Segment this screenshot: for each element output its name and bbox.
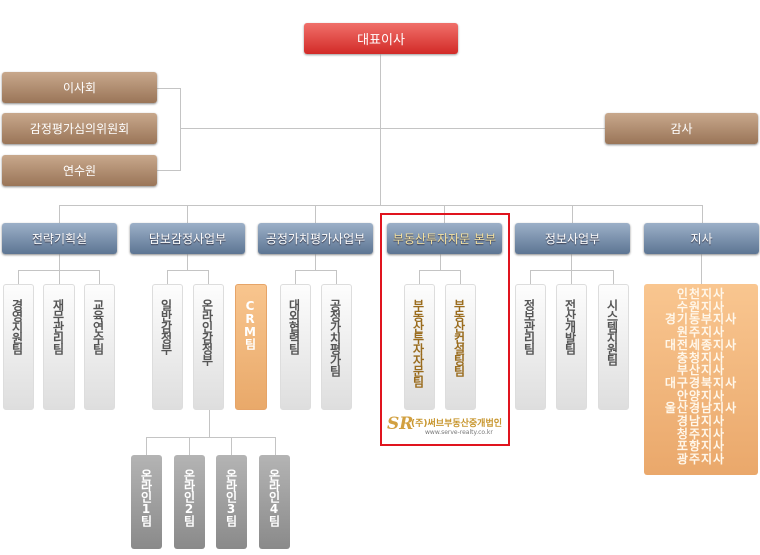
crm-team-box: CRM팀 — [235, 284, 267, 410]
branch-item: 대전세종지사 — [664, 337, 738, 352]
branch-item: 인천지사 — [676, 287, 726, 301]
branch-item: 충청지사 — [676, 350, 726, 365]
team-box: 공정가치평가팀 — [321, 284, 352, 410]
online-team-box: 온라인2팀 — [174, 455, 205, 549]
ceo-box: 대표이사 — [304, 23, 458, 54]
branch-item: 안양지사 — [676, 388, 726, 403]
team-box: 교육연수팀 — [84, 284, 115, 410]
branch-item: 원주지사 — [676, 325, 726, 340]
team-box: 부동산투자자문팀 — [404, 284, 435, 410]
training-institute-box: 연수원 — [2, 155, 157, 186]
dept-information: 정보사업부 — [515, 223, 630, 254]
branch-item: 포항지사 — [676, 439, 726, 454]
team-box: 정보관리팀 — [515, 284, 546, 410]
online-team-box: 온라인1팀 — [131, 455, 162, 549]
branch-item: 청주지사 — [676, 426, 726, 441]
team-box: 시스템지원팀 — [598, 284, 629, 410]
highlight-frame — [380, 213, 510, 446]
logo-name: (주)써브부동산중개법인 — [411, 419, 503, 429]
team-box: 전산개발팀 — [556, 284, 587, 410]
team-box: 일반감정부 — [152, 284, 183, 410]
sr-logo-icon: SR — [387, 414, 414, 434]
online-team-box: 온라인4팀 — [259, 455, 290, 549]
branch-item: 대구경북지사 — [664, 375, 738, 390]
online-team-box: 온라인3팀 — [216, 455, 247, 549]
dept-fair-value: 공정가치평가사업부 — [258, 223, 373, 254]
branch-item: 경남지사 — [676, 414, 726, 429]
dept-real-estate-advisory: 부동산투자자문 본부 — [387, 223, 502, 254]
team-box: 부동산컨설팅팀 — [445, 284, 476, 410]
audit-box: 감사 — [605, 113, 758, 144]
branch-item: 광주지사 — [676, 452, 726, 467]
company-logo: SR (주)써브부동산중개법인 www.serve-realty.co.kr — [387, 414, 507, 438]
dept-strategy: 전략기획실 — [2, 223, 117, 254]
branch-item: 경기동부지사 — [664, 312, 738, 327]
branch-item: 수원지사 — [676, 299, 726, 314]
dept-collateral: 담보감정사업부 — [130, 223, 245, 254]
team-box: 온라인감정부 — [193, 284, 224, 410]
logo-url: www.serve-realty.co.kr — [425, 429, 493, 436]
branch-item: 울산경남지사 — [664, 401, 738, 416]
branch-item: 부산지사 — [676, 363, 726, 378]
team-box: 경영지원팀 — [3, 284, 34, 410]
team-box: 대외협력팀 — [280, 284, 311, 410]
team-box: 재무관리팀 — [43, 284, 75, 410]
dept-branches: 지사 — [644, 223, 759, 254]
appraisal-committee-box: 감정평가심의위원회 — [2, 113, 157, 144]
board-box: 이사회 — [2, 72, 157, 103]
